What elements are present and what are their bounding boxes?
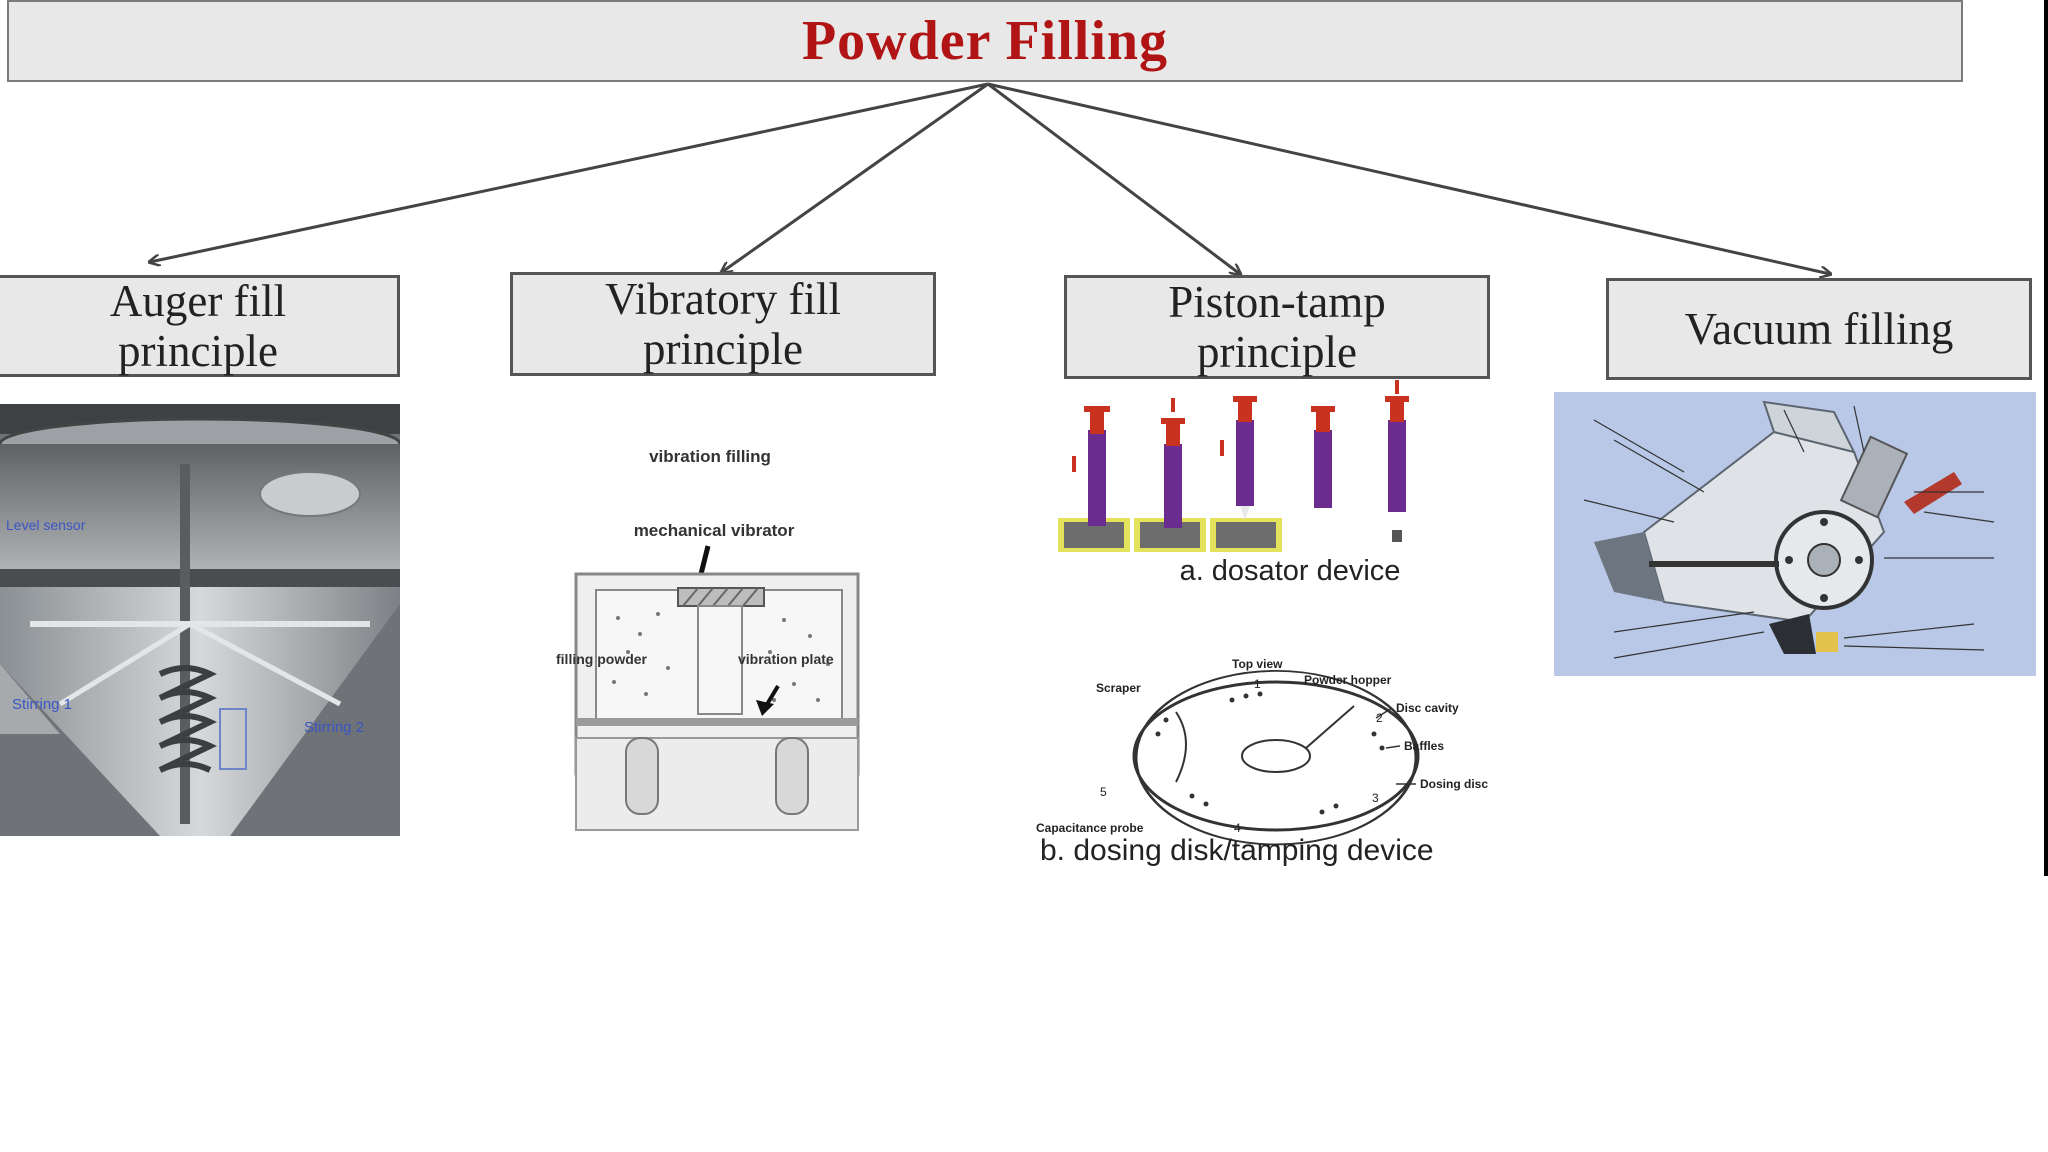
disk-scraper-label: Scraper [1096,681,1141,695]
dosator-pistons [1072,380,1409,542]
disk-disc-cavity-label: Disc cavity [1396,701,1459,715]
branch-auger-line1: Auger fill [109,276,287,326]
branch-vacuum: Vacuum filling [1606,278,2032,380]
slide-edge [2044,0,2048,876]
disk-number-2: 2 [1376,711,1383,725]
branch-vibratory-line2: principle [643,324,803,374]
vibratory-fill-image: vibration filling mechanical vibrator fi… [556,447,860,831]
disk-dosing-disc-label: Dosing disc [1420,777,1488,791]
branch-auger-line2: principle [118,326,278,376]
mechanical-vibrator-label: mechanical vibrator [634,521,795,540]
arrow-to-vibratory [722,82,989,272]
vibration-plate-label: vibration plate [738,651,834,667]
disk-powder-hopper-label: Powder hopper [1304,673,1392,687]
branch-piston-line2: principle [1197,327,1357,377]
filling-powder-label: filling powder [556,651,648,667]
branch-piston-line1: Piston-tamp [1168,277,1386,327]
dosator-device-image: a. dosator device [1058,380,1409,587]
dosator-caption: a. dosator device [1180,555,1401,587]
dosing-disk-caption: b. dosing disk/tamping device [1040,834,1434,867]
disk-number-1: 1 [1254,677,1261,691]
title-box: Powder Filling [7,0,1963,82]
disk-baffles-label: Baffles [1404,739,1444,753]
branch-vacuum-label: Vacuum filling [1684,304,1954,354]
dosator-bed [1058,518,1282,552]
page-title: Powder Filling [801,10,1169,72]
disk-number-4: 4 [1234,821,1241,835]
connector-arrows [0,82,2048,300]
vacuum-filling-image [1554,392,2036,676]
auger-fill-image: Level sensor Stirring 1 Stirring 2 [0,404,400,836]
disk-top-view-label: Top view [1232,657,1283,671]
auger-label-stirring-1: Stirring 1 [12,696,72,713]
arrow-to-piston [987,82,1240,274]
disk-number-3: 3 [1372,791,1379,805]
branch-vibratory-line1: Vibratory fill [605,274,841,324]
auger-label-level-sensor: Level sensor [6,517,86,533]
disk-capacitance-probe-label: Capacitance probe [1036,821,1144,835]
vibration-filling-heading: vibration filling [649,447,771,466]
arrow-to-vacuum [987,82,1830,274]
dosing-disk-image: Top view Scraper Powder hopper Disc cavi… [1036,656,1536,870]
arrow-to-auger [150,82,989,262]
auger-label-stirring-2: Stirring 2 [304,719,364,736]
disk-number-5: 5 [1100,785,1107,799]
